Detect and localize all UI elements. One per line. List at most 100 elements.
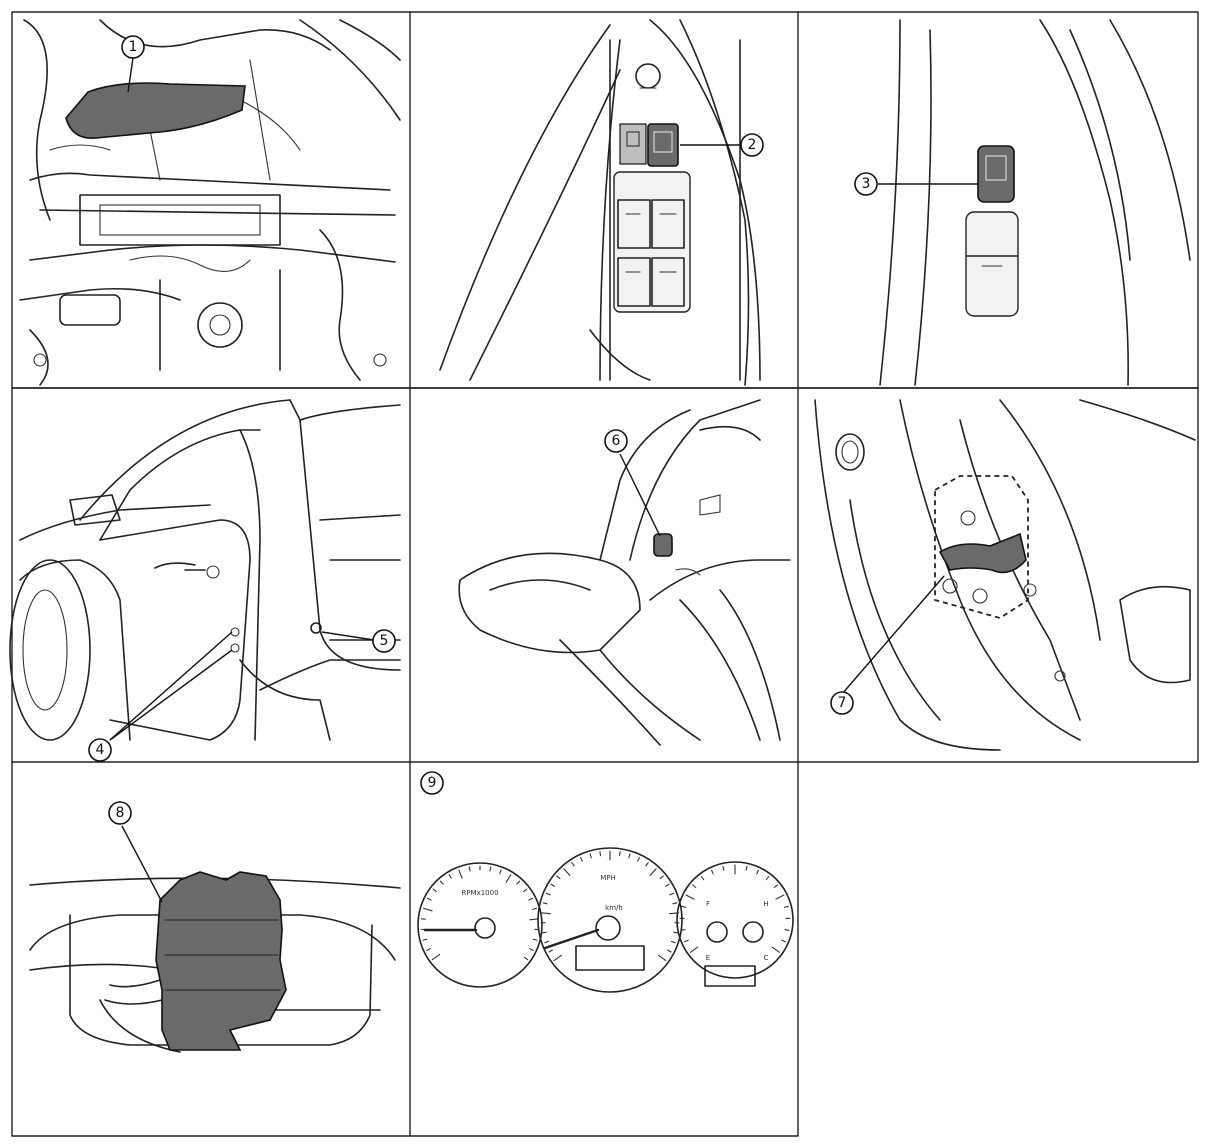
gauge-tick [422, 907, 433, 912]
gauge-tick [681, 905, 687, 908]
tachometer-gauge [417, 862, 543, 988]
callout-6: 6 [604, 429, 628, 453]
gauge-tick [523, 956, 529, 961]
panel-7-relay-box [29, 825, 401, 1053]
callout-1-leader [127, 57, 134, 93]
panel-4-car-exterior [9, 399, 401, 741]
callout-5: 5 [372, 629, 396, 653]
gauge-tick [528, 897, 534, 901]
gauge-tick [599, 851, 602, 857]
gauge-tick [426, 897, 432, 901]
gauge-tick [589, 853, 592, 859]
callout-3-label: 3 [862, 176, 871, 192]
door-switch-front [230, 627, 240, 637]
callout-7: 7 [830, 691, 854, 715]
gauge-tick [499, 869, 502, 875]
gauge-tick [468, 866, 471, 872]
temp-cold-label: C [764, 954, 769, 962]
fuel-full-label: F [706, 900, 710, 908]
gauge-tick [532, 938, 538, 941]
callout-1: 1 [121, 35, 145, 59]
callout-4: 4 [88, 738, 112, 762]
gauge-tick [529, 948, 534, 951]
gauge-tick [580, 857, 583, 862]
gauge-tick [700, 875, 705, 881]
gauge-tick [745, 865, 748, 871]
callout-6-label: 6 [612, 433, 621, 449]
gauge-tick [458, 869, 463, 879]
callout-4-label: 4 [96, 742, 105, 758]
gauge-tick [667, 949, 672, 953]
tachometer-label: RPMx1000 [461, 889, 498, 897]
gauge-tick [540, 912, 551, 915]
gauge-tick [637, 857, 640, 862]
gauge-tick [422, 938, 428, 941]
gauge-tick [431, 953, 441, 961]
gauge-tick [683, 939, 689, 943]
gauge-tick [771, 946, 781, 953]
panel-3-passenger-door [878, 19, 1191, 386]
gauge-tick [516, 880, 521, 885]
gauge-tick [563, 868, 571, 876]
speedometer-gauge [537, 847, 683, 993]
callout-8: 8 [108, 801, 132, 825]
gauge-tick [784, 929, 790, 931]
panel-1-dashboard [19, 19, 401, 386]
gauge-tick [550, 883, 555, 887]
gauge-tick [781, 939, 787, 943]
gauge-tick [556, 875, 561, 880]
fuel-temp-gauge [676, 861, 794, 979]
gauge-tick [756, 869, 759, 875]
callout-9-label: 9 [428, 775, 437, 791]
gauge-tick [773, 884, 778, 889]
gauge-tick [439, 880, 444, 885]
gauge-tick [672, 902, 678, 905]
panel-5-seat-area [458, 399, 791, 746]
gauge-tick [523, 888, 528, 893]
gauge-tick [657, 954, 667, 962]
gauge-tick [448, 874, 452, 879]
gauge-tick [689, 946, 699, 953]
door-switch-rear [310, 622, 322, 634]
gauge-tick [659, 875, 664, 880]
gauge-tick [432, 888, 437, 893]
gauge-tick [553, 954, 563, 962]
gauge-tick [544, 940, 550, 944]
fuel-empty-label: E [706, 954, 710, 962]
callout-7-label: 7 [838, 695, 847, 711]
callout-8-leader [121, 825, 163, 903]
window-lock-switch [619, 123, 647, 165]
gauge-tick [542, 902, 548, 905]
panel-6-door-lock-actuator [814, 399, 1196, 751]
door-lock-switch-driver [647, 123, 679, 167]
gauge-tick [669, 912, 680, 915]
callout-8-label: 8 [116, 805, 125, 821]
gauge-tick [765, 875, 770, 881]
temp-hot-label: H [763, 900, 768, 908]
gauge-tick [783, 905, 789, 908]
gauge-tick [685, 894, 695, 900]
gauge-tick [669, 892, 675, 896]
gauge-tick [545, 892, 551, 896]
door-switch-seat-area [653, 533, 673, 557]
panel-8-instrument-cluster: RPMx1000 MPH km/h F E H C [417, 847, 794, 993]
odometer-display [575, 945, 645, 971]
callout-2: 2 [740, 133, 764, 157]
gauge-tick [628, 853, 631, 859]
gauge-tick [680, 929, 686, 931]
gauge-tick [775, 894, 785, 900]
gauge-tick [673, 931, 679, 934]
gauge-tick [649, 868, 657, 876]
callout-5-leader [321, 631, 375, 641]
gauge-tick [711, 869, 714, 875]
body-control-module [65, 82, 246, 139]
gauge-tick [548, 949, 553, 953]
door-lock-actuator [938, 532, 1027, 574]
gauge-tick [529, 918, 540, 921]
trip-display [704, 965, 756, 987]
callout-6-leader [619, 453, 661, 537]
speedometer-sublabel: km/h [605, 904, 623, 912]
callout-2-label: 2 [748, 137, 757, 153]
gauge-tick [665, 883, 670, 887]
